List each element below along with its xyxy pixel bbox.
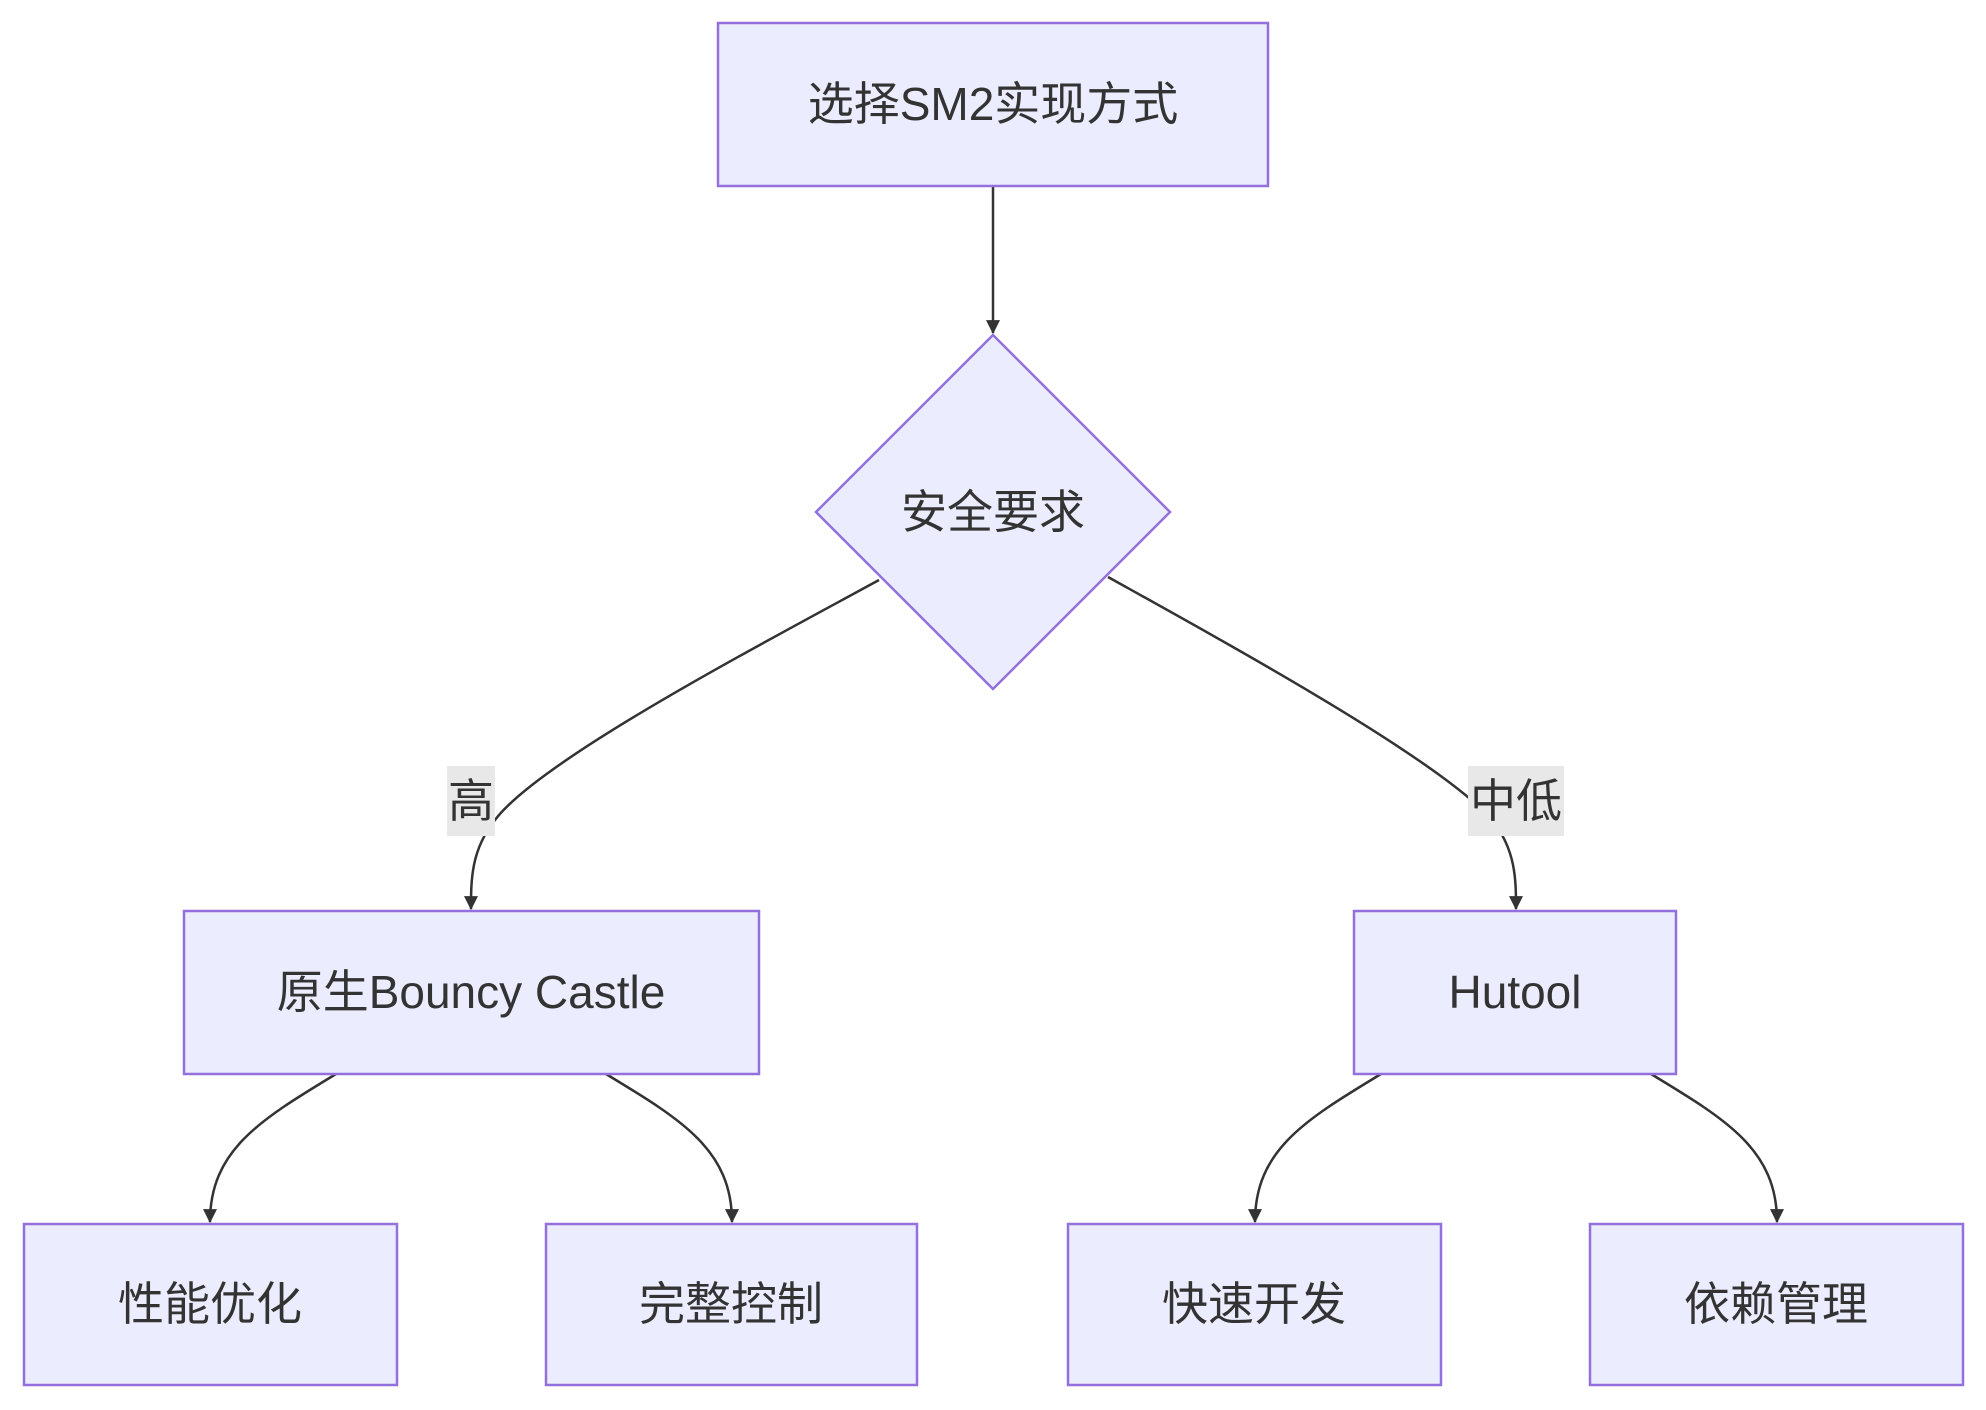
node-deps: 依赖管理 [1588,1222,1965,1387]
node-bouncy-castle: 原生Bouncy Castle [182,909,761,1076]
node-control: 完整控制 [544,1222,919,1387]
edge-hutool-to-deps [1650,1072,1784,1224]
svg-text:高: 高 [448,775,494,827]
svg-text:选择SM2实现方式: 选择SM2实现方式 [808,78,1179,130]
svg-text:完整控制: 完整控制 [639,1278,823,1330]
svg-text:快速开发: 快速开发 [1162,1278,1346,1330]
svg-text:安全要求: 安全要求 [901,486,1085,538]
node-fast-dev: 快速开发 [1066,1222,1443,1387]
edge-decision-to-hutool [1107,575,1523,911]
svg-text:Hutool: Hutool [1449,966,1582,1018]
edge-bouncy-castle-to-control [605,1072,739,1224]
svg-text:中低: 中低 [1470,775,1562,827]
edge-bouncy-castle-to-perf [203,1072,337,1224]
edge-label-high: 高 [447,766,495,836]
edge-hutool-to-fast-dev [1248,1072,1382,1224]
edge-label-mid-low: 中低 [1468,766,1564,836]
edge-decision-to-bouncy-castle [464,578,880,911]
svg-text:原生Bouncy Castle: 原生Bouncy Castle [277,966,666,1018]
node-perf: 性能优化 [22,1222,399,1387]
svg-text:性能优化: 性能优化 [118,1278,302,1330]
node-start: 选择SM2实现方式 [716,21,1270,188]
node-hutool: Hutool [1352,909,1678,1076]
edges [203,186,1784,1224]
node-decision: 安全要求 [814,333,1172,691]
svg-text:依赖管理: 依赖管理 [1684,1278,1868,1330]
